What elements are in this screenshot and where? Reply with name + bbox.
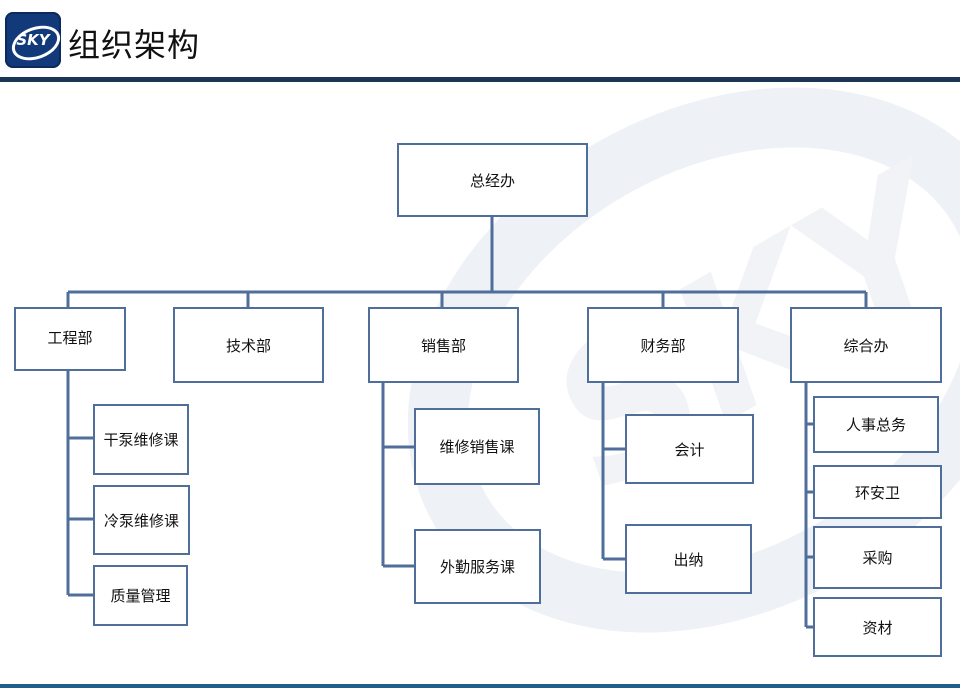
unit-label: 出纳 [673,550,704,569]
unit-label: 外勤服务课 [439,558,515,576]
unit-label: 质量管理 [110,587,171,605]
department-finance: 财务部 [587,307,739,383]
unit-node: 环安卫 [813,465,942,519]
unit-node: 外勤服务课 [414,529,541,604]
department-label: 综合办 [843,336,889,355]
department-technology: 技术部 [173,307,324,383]
department-admin: 综合办 [790,307,942,383]
unit-label: 采购 [862,549,893,567]
department-label: 销售部 [420,336,466,355]
page-title: 组织架构 [68,26,201,64]
logo-text: SKY [16,31,50,49]
unit-node: 人事总务 [813,396,939,453]
unit-node: 资材 [813,597,942,657]
unit-node: 会计 [625,414,754,484]
department-sales: 销售部 [368,307,519,383]
sky-logo: SKY [5,12,65,68]
department-label: 工程部 [47,328,93,347]
unit-label: 会计 [674,440,705,459]
org-root-label: 总经办 [469,171,515,190]
footer-divider [0,684,960,688]
unit-label: 人事总务 [845,416,906,434]
department-label: 财务部 [640,336,686,355]
header-divider [0,77,960,82]
page-header: SKY 组织架构 [0,0,960,84]
department-engineering: 工程部 [14,307,126,371]
unit-node: 干泵维修课 [93,404,189,475]
org-root-node: 总经办 [397,143,588,217]
department-label: 技术部 [225,336,271,355]
unit-node: 冷泵维修课 [93,485,190,555]
unit-label: 资材 [862,618,893,637]
unit-node: 出纳 [625,524,752,594]
unit-node: 质量管理 [93,565,188,626]
unit-label: 干泵维修课 [103,431,179,449]
unit-label: 冷泵维修课 [103,511,179,530]
unit-node: 维修销售课 [414,408,540,485]
unit-label: 维修销售课 [439,438,515,456]
unit-label: 环安卫 [854,483,900,502]
unit-node: 采购 [813,526,942,589]
